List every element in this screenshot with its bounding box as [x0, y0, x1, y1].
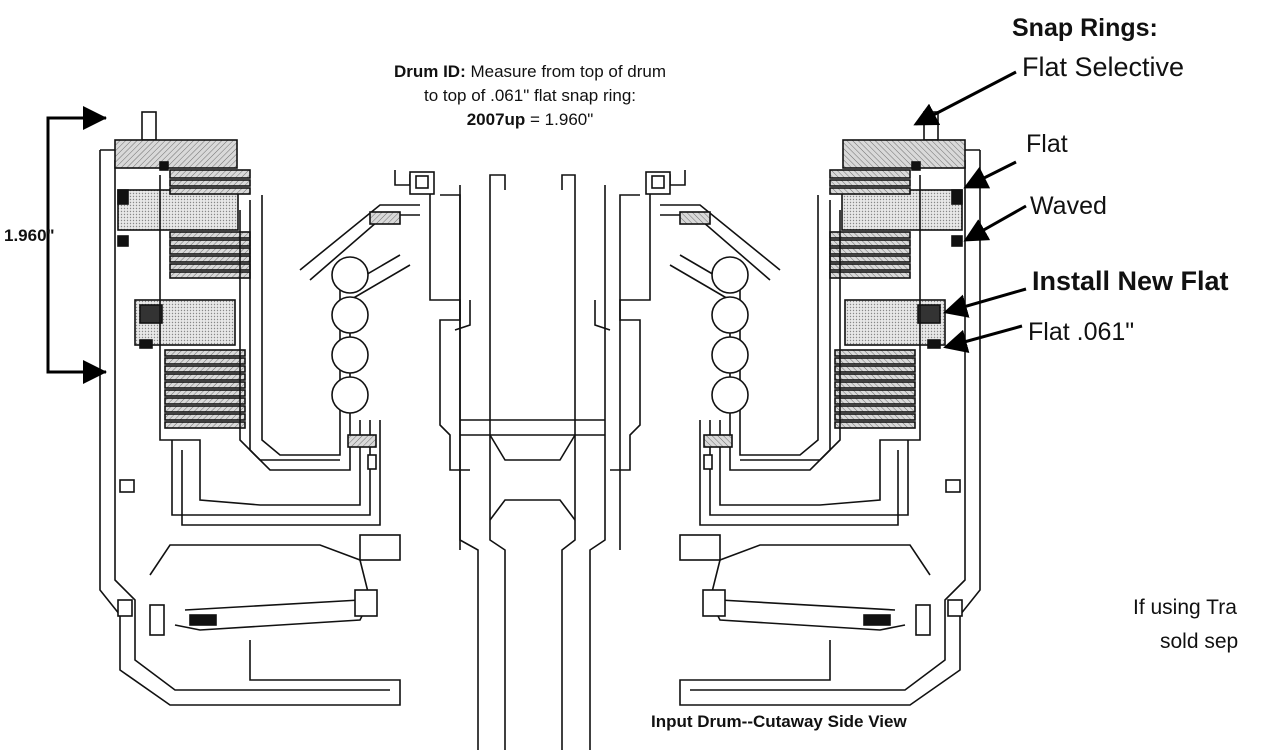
drum-year-value: = 1.960" [525, 110, 594, 129]
side-note-line1: If using Tra [1133, 596, 1237, 619]
measurement-label: 1.960" [4, 226, 55, 245]
drum-left-half [99, 111, 471, 706]
callout-arrows [913, 70, 1027, 353]
drum-id-text: Measure from top of drum [465, 62, 667, 81]
arrow-flat [963, 160, 1017, 189]
drum-id-note: Drum ID: Measure from top of drum to top… [300, 60, 760, 132]
drum-id-line2: to top of .061" flat snap ring: [423, 86, 637, 105]
side-note-line2: sold sep [1160, 630, 1239, 653]
arrow-flat-061 [943, 324, 1023, 353]
label-flat-selective: Flat Selective [1022, 52, 1185, 82]
label-install-new-flat: Install New Flat [1032, 266, 1229, 296]
label-waved: Waved [1030, 192, 1107, 220]
input-shaft [454, 174, 611, 750]
arrow-flat-selective [913, 70, 1017, 126]
snap-rings-heading: Snap Rings: [1012, 14, 1158, 42]
arrow-waved [963, 204, 1027, 242]
drum-year: 2007up [466, 110, 526, 129]
label-flat: Flat [1026, 130, 1068, 158]
drum-id-label: Drum ID: [393, 62, 466, 81]
label-flat-061: Flat .061" [1028, 318, 1135, 346]
diagram-caption: Input Drum--Cutaway Side View [651, 712, 907, 731]
arrow-install-new-flat [943, 287, 1027, 318]
drum-right-half [609, 111, 981, 706]
measurement-bracket [46, 106, 107, 384]
